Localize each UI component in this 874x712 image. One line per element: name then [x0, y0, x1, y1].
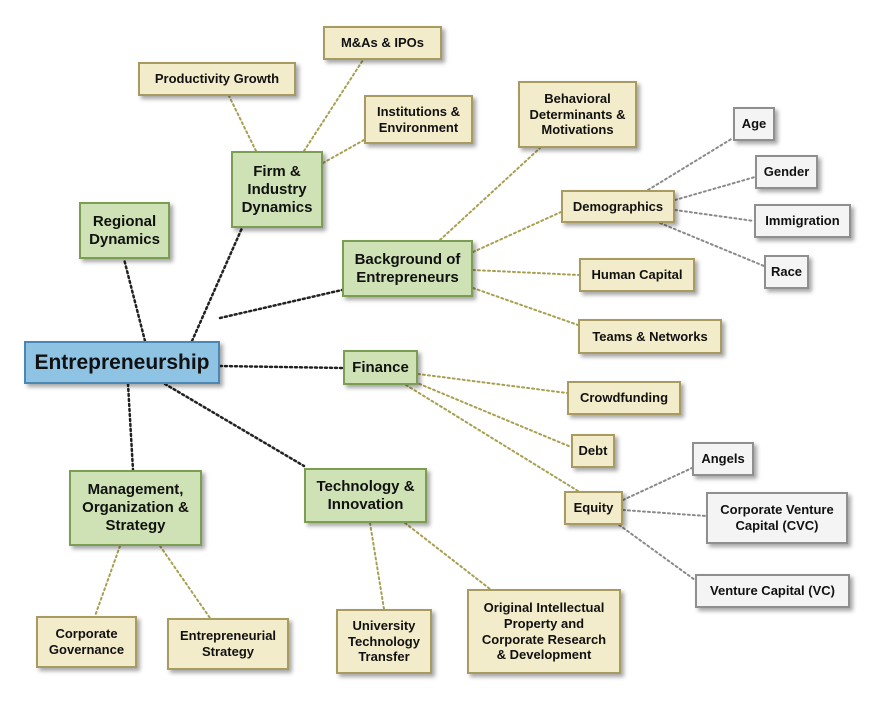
- node-productivity-growth: Productivity Growth: [138, 62, 296, 96]
- connector-line: [369, 522, 385, 610]
- connector-line: [472, 211, 562, 253]
- node-age: Age: [733, 107, 775, 141]
- connector-line: [622, 509, 707, 517]
- node-crowdfunding: Crowdfunding: [567, 381, 681, 415]
- node-management-organization-strategy: Management, Organization & Strategy: [69, 470, 202, 546]
- connector-line: [674, 176, 756, 201]
- node-human-capital: Human Capital: [579, 258, 695, 292]
- connector-line: [472, 287, 579, 326]
- node-finance: Finance: [343, 350, 418, 385]
- node-debt: Debt: [571, 434, 615, 468]
- connector-line: [126, 382, 135, 472]
- node-race: Race: [764, 255, 809, 289]
- connector-line: [218, 364, 345, 370]
- node-immigration: Immigration: [754, 204, 851, 238]
- node-firm-industry-dynamics: Firm & Industry Dynamics: [231, 151, 323, 228]
- node-background-of-entrepreneurs: Background of Entrepreneurs: [342, 240, 473, 297]
- connector-line: [622, 467, 693, 501]
- connector-line: [405, 384, 579, 492]
- connector-line: [674, 209, 755, 222]
- connector-line: [659, 222, 765, 267]
- node-entrepreneurial-strategy: Entrepreneurial Strategy: [167, 618, 289, 670]
- node-university-technology-transfer: University Technology Transfer: [336, 609, 432, 674]
- node-teams-networks: Teams & Networks: [578, 319, 722, 354]
- connector-line: [218, 288, 344, 320]
- connector-line: [122, 257, 147, 343]
- connector-line: [647, 137, 734, 191]
- node-original-ip-corporate-rd: Original Intellectual Property and Corpo…: [467, 589, 621, 674]
- node-entrepreneurship: Entrepreneurship: [24, 341, 220, 384]
- connector-line: [303, 59, 364, 152]
- node-technology-innovation: Technology & Innovation: [304, 468, 427, 523]
- node-institutions-environment: Institutions & Environment: [364, 95, 473, 144]
- connector-line: [163, 382, 306, 468]
- connector-line: [417, 373, 568, 394]
- node-venture-capital: Venture Capital (VC): [695, 574, 850, 608]
- node-equity: Equity: [564, 491, 623, 525]
- node-mas-ipos: M&As & IPOs: [323, 26, 442, 60]
- node-gender: Gender: [755, 155, 818, 189]
- node-behavioral-determinants: Behavioral Determinants & Motivations: [518, 81, 637, 148]
- connector-line: [322, 139, 365, 164]
- node-angels: Angels: [692, 442, 754, 476]
- connector-line: [228, 95, 257, 152]
- connector-line: [409, 379, 572, 448]
- connector-line: [404, 522, 491, 590]
- node-regional-dynamics: Regional Dynamics: [79, 202, 170, 259]
- node-cvc: Corporate Venture Capital (CVC): [706, 492, 848, 544]
- connector-line: [614, 521, 696, 581]
- node-corporate-governance: Corporate Governance: [36, 616, 137, 668]
- connector-line: [159, 545, 211, 619]
- connector-line: [472, 269, 580, 276]
- connector-line: [190, 226, 244, 343]
- node-demographics: Demographics: [561, 190, 675, 223]
- connector-line: [94, 545, 121, 617]
- connector-line: [439, 147, 541, 241]
